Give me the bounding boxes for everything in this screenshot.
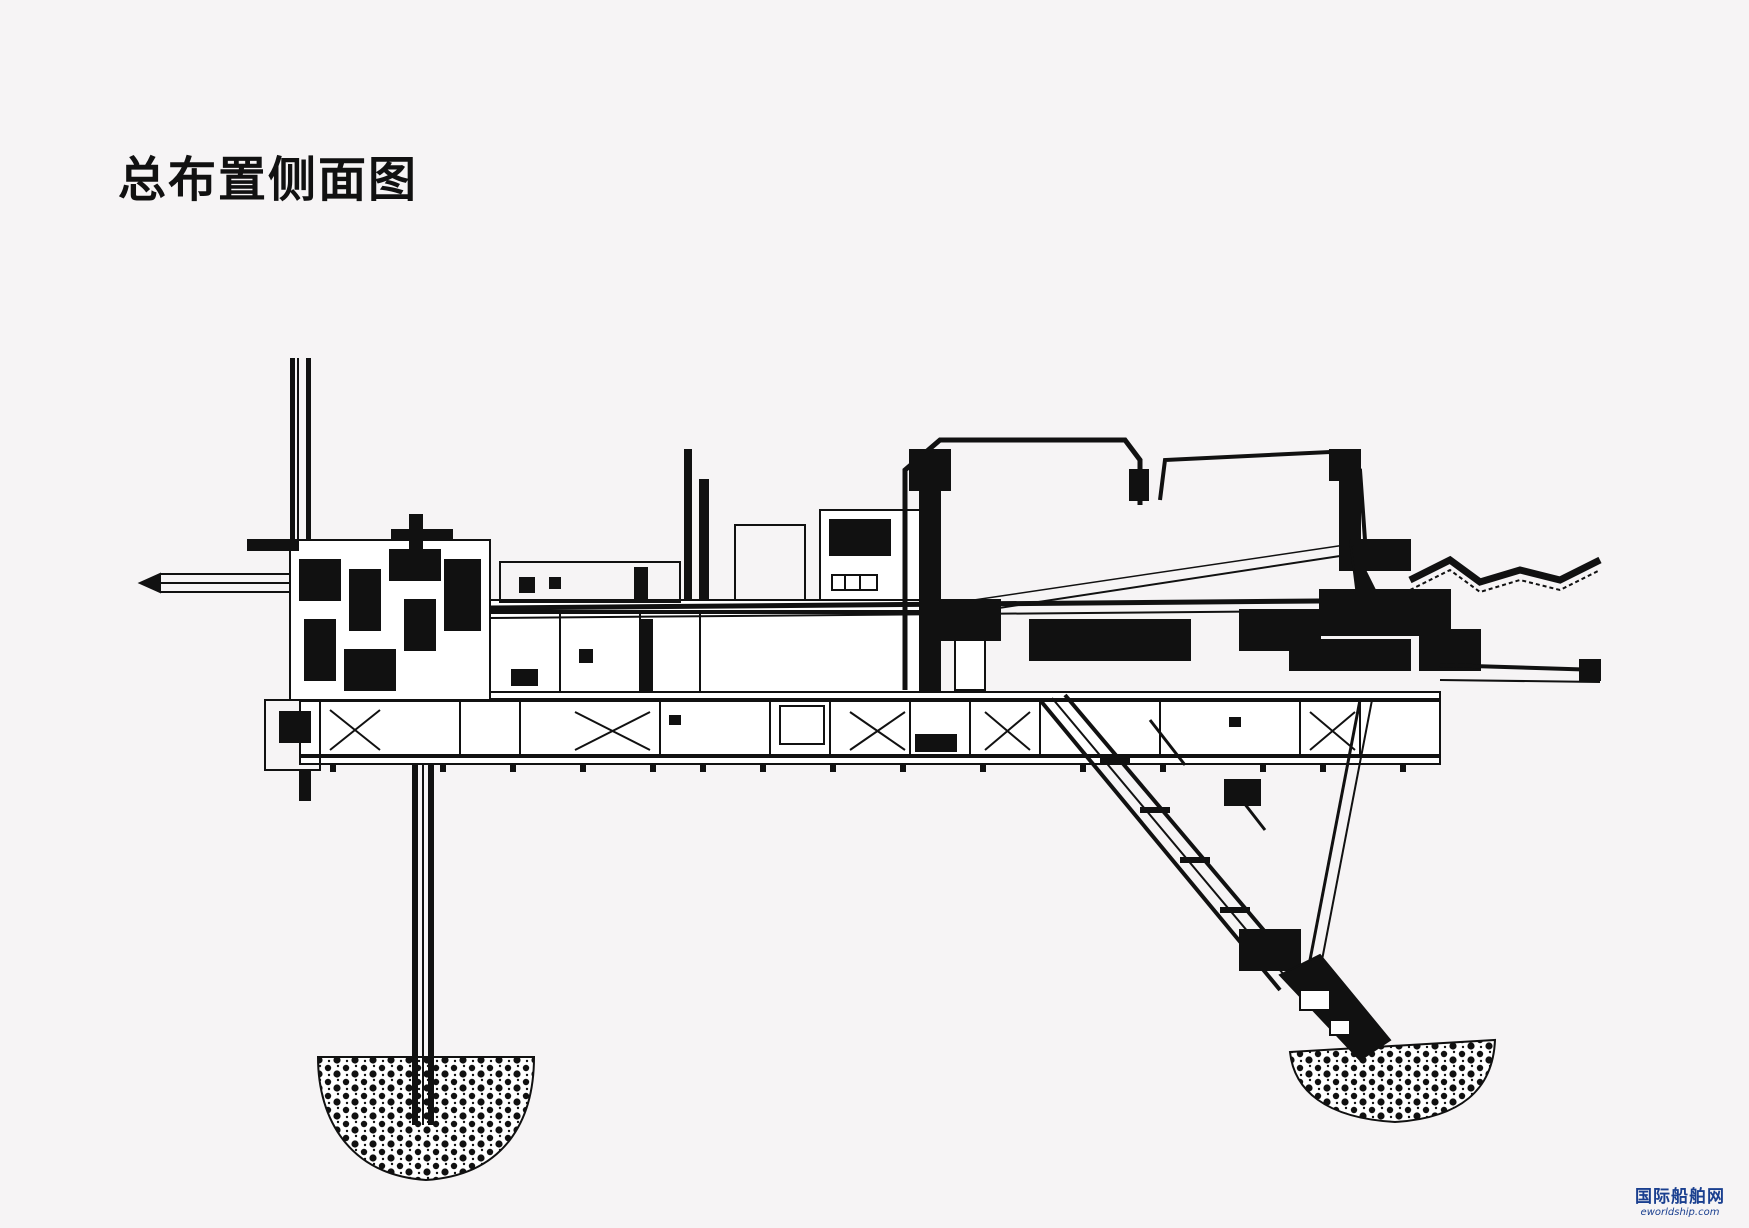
cutter-ladder <box>1038 693 1312 992</box>
watermark-name: 国际船舶网 <box>1635 1187 1725 1207</box>
gantry-crane <box>902 437 1149 691</box>
deckhouse <box>489 449 921 693</box>
bow-machinery <box>1029 589 1601 683</box>
ladder-wire <box>1308 699 1373 961</box>
stern-machinery <box>247 514 491 801</box>
hull <box>299 691 1441 772</box>
watermark: 国际船舶网 eworldship.com <box>1629 1188 1731 1220</box>
seabed-spud <box>316 1056 536 1182</box>
discharge-pipe <box>1408 555 1602 594</box>
watermark-url: eworldship.com <box>1640 1207 1720 1218</box>
seabed-cutter <box>1288 1038 1497 1124</box>
page-title: 总布置侧面图 <box>118 152 419 208</box>
stern-boom <box>137 572 300 594</box>
cutter-head <box>1278 953 1392 1062</box>
